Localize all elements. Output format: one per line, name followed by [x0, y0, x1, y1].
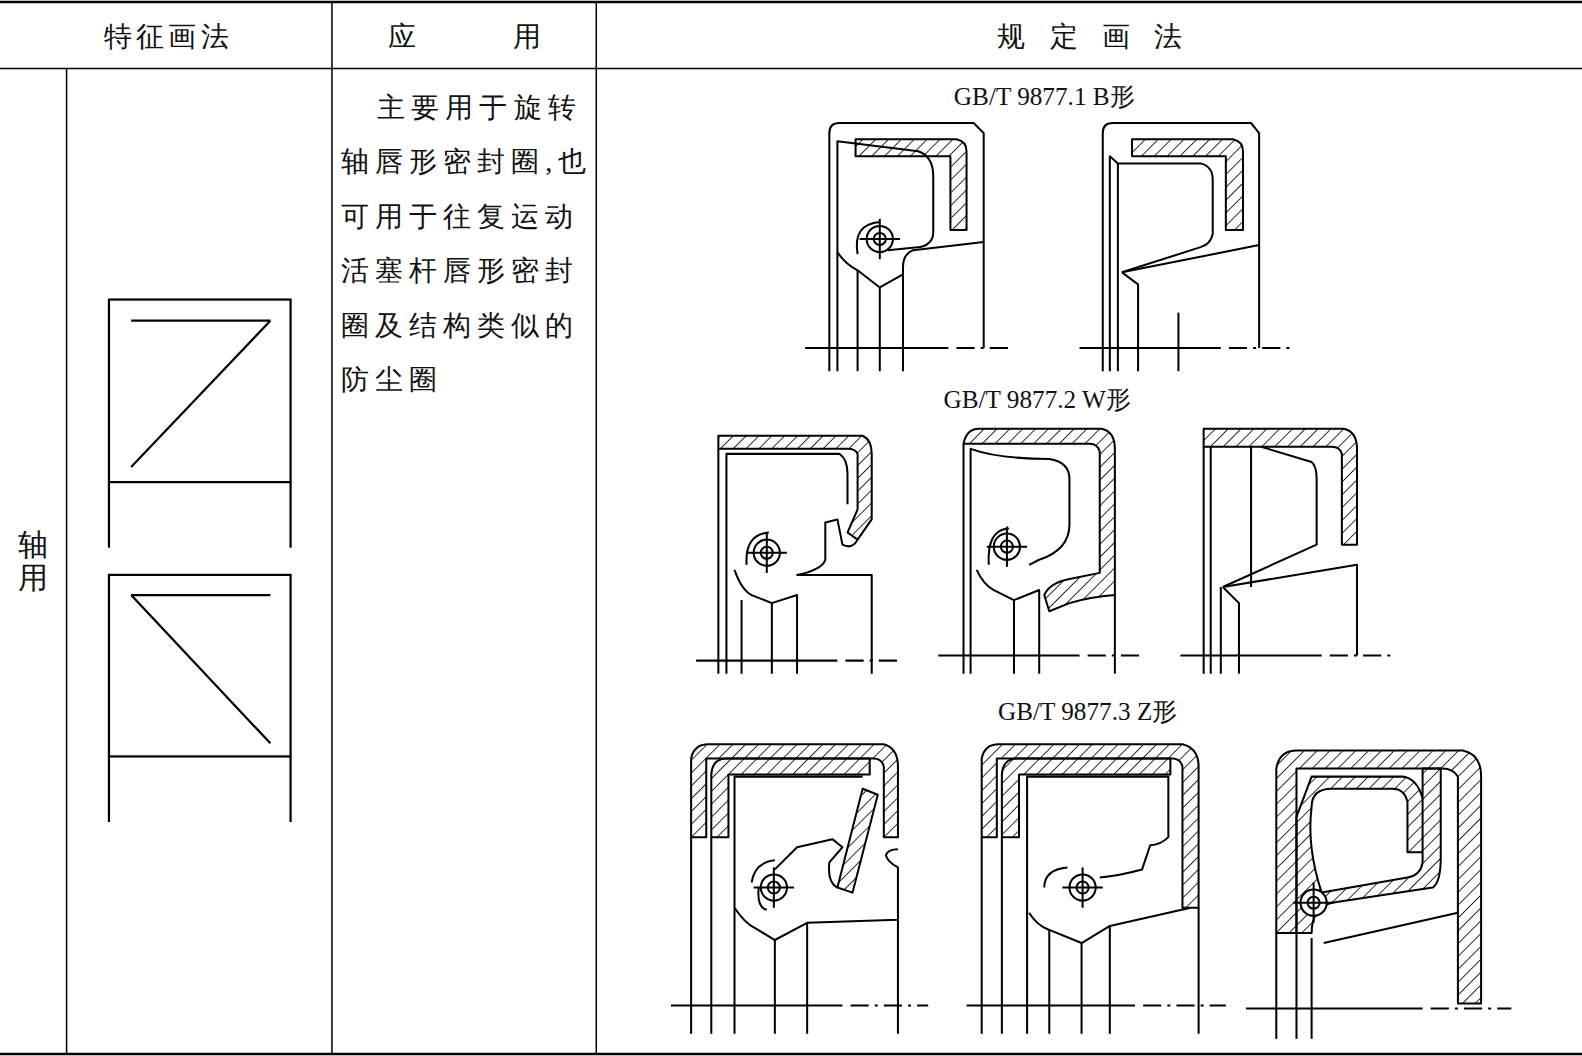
seal-figures: [671, 123, 1511, 1039]
row-header: 轴用: [18, 529, 48, 596]
column-header: 特征画法: [104, 18, 232, 56]
table-cell: 主要用于旋转轴唇形密封圈,也可用于往复运动活塞杆唇形密封圈及结构类似的防尘圈: [341, 81, 599, 408]
column-header: 规定画法: [997, 18, 1206, 56]
standard-caption: GB/T 9877.3 Z形: [998, 695, 1177, 728]
standard-caption: GB/T 9877.1 B形: [954, 80, 1135, 113]
spring-symbols: [747, 219, 1334, 923]
standard-caption: GB/T 9877.2 W形: [944, 383, 1131, 416]
column-header: 应用: [388, 18, 638, 56]
feature-symbols: [109, 300, 291, 822]
